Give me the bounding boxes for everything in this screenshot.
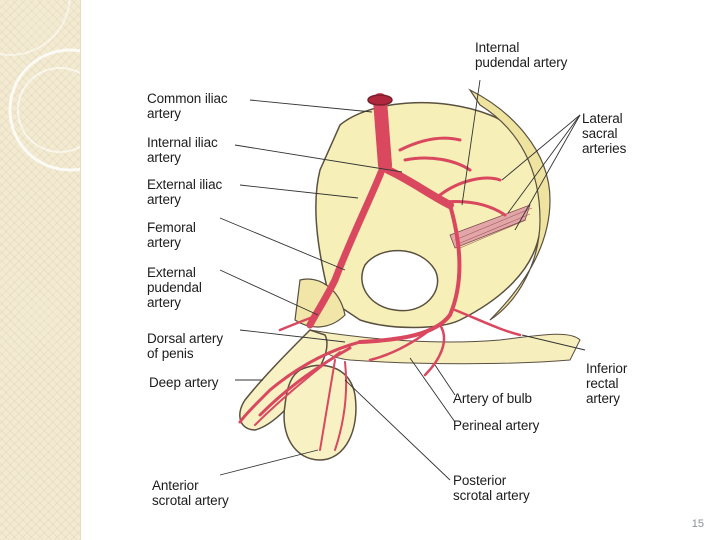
muscle-fibers — [454, 207, 533, 249]
label-line: sacral — [582, 126, 618, 141]
perineal-vessels — [368, 323, 446, 377]
label-external-iliac-artery: External iliac artery — [147, 177, 222, 207]
label-line: artery — [147, 106, 181, 121]
label-line: Artery of bulb — [453, 391, 532, 406]
label-external-pudendal-artery: External pudendal artery — [147, 265, 202, 310]
label-internal-pudendal-artery: Internal pudendal artery — [475, 40, 567, 70]
label-artery-of-bulb: Artery of bulb — [453, 391, 532, 406]
internal-pudendal-vessel — [358, 203, 462, 344]
label-perineal-artery: Perineal artery — [453, 418, 539, 433]
label-line: Posterior — [453, 473, 507, 488]
label-dorsal-artery-of-penis: Dorsal artery of penis — [147, 331, 223, 361]
label-line: Anterior — [152, 478, 199, 493]
external-pudendal-vessel — [278, 313, 320, 332]
label-line: Femoral — [147, 220, 196, 235]
label-line: artery — [147, 235, 181, 250]
label-line: arteries — [582, 141, 627, 156]
external-iliac-vessel — [306, 166, 386, 329]
arterial-tree — [238, 93, 522, 451]
label-line: artery — [147, 295, 181, 310]
scrotal-vessels — [319, 359, 348, 451]
label-line: Inferior — [586, 361, 628, 376]
common-iliac-vessel — [373, 93, 392, 172]
label-line: Lateral — [582, 111, 623, 126]
label-lateral-sacral-arteries: Lateral sacral arteries — [582, 111, 626, 156]
label-common-iliac-artery: Common iliac artery — [147, 91, 228, 121]
lateral-sacral-vessels — [438, 176, 507, 217]
label-line: Dorsal artery — [147, 331, 223, 346]
label-line: of penis — [147, 346, 194, 361]
label-line: pudendal artery — [475, 55, 568, 70]
label-line: rectal — [586, 376, 619, 391]
label-line: pudendal — [147, 280, 202, 295]
label-line: Internal iliac — [147, 135, 218, 150]
penile-vessels — [238, 340, 362, 424]
slide-page-number: 15 — [691, 518, 704, 530]
label-line: scrotal artery — [453, 488, 530, 503]
inferior-rectal-vessel — [453, 308, 522, 337]
obturator-foramen — [361, 249, 439, 312]
deep-artery-vessel — [254, 351, 341, 426]
label-line: Deep artery — [149, 375, 219, 390]
label-femoral-artery: Femoral artery — [147, 220, 196, 250]
sacrum-outline — [468, 88, 551, 321]
label-line: Common iliac — [147, 91, 228, 106]
vessel-opening — [367, 94, 393, 106]
strip-circle-ornament — [0, 0, 80, 172]
label-line: artery — [586, 391, 620, 406]
label-deep-artery: Deep artery — [149, 375, 219, 390]
label-line: artery — [147, 192, 181, 207]
iliolumbar-branches — [398, 136, 472, 172]
label-line: scrotal artery — [152, 493, 229, 508]
label-line: Internal — [475, 40, 520, 55]
perineum-tissue — [309, 329, 581, 365]
label-line: External — [147, 265, 196, 280]
label-line: Perineal artery — [453, 418, 540, 433]
label-line: External iliac — [147, 177, 223, 192]
anatomical-illustration — [219, 79, 586, 481]
label-posterior-scrotal-artery: Posterior scrotal artery — [453, 473, 530, 503]
label-internal-iliac-artery: Internal iliac artery — [147, 135, 218, 165]
leader-lines — [219, 79, 586, 481]
label-anterior-scrotal-artery: Anterior scrotal artery — [152, 478, 229, 508]
label-inferior-rectal-artery: Inferior rectal artery — [586, 361, 627, 406]
label-line: artery — [147, 150, 181, 165]
